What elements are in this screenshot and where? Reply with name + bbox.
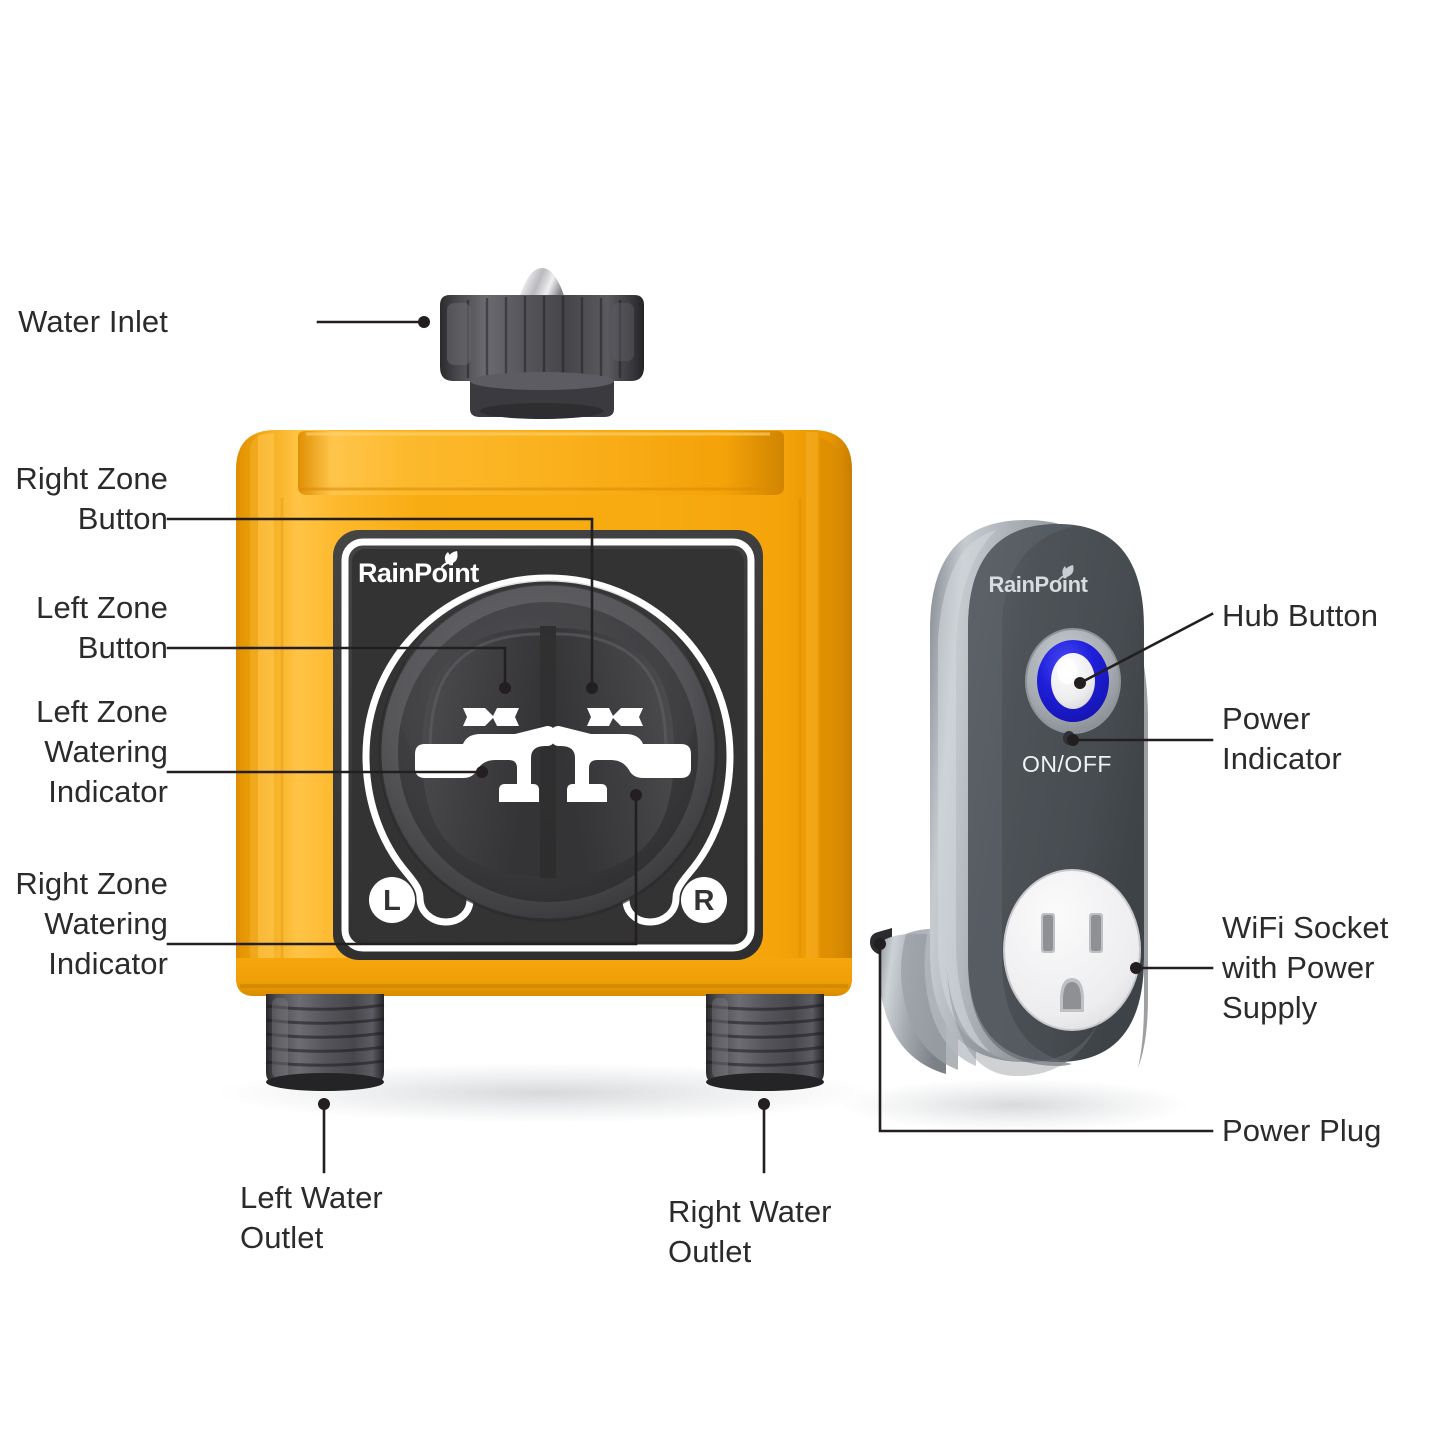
brand-logo-hub: RainPoint [988, 565, 1089, 597]
svg-text:L: L [383, 885, 401, 917]
zone-badge-left: L [369, 877, 415, 923]
leader-right-zone-watering [166, 793, 638, 946]
callout-right-water-outlet: Right Water Outlet [668, 1194, 832, 1269]
callout-water-inlet: Water Inlet [18, 304, 168, 339]
leader-right-zone-button [166, 517, 594, 690]
callout-power-indicator: Power Indicator [1222, 701, 1342, 776]
wifi-socket [1003, 869, 1141, 1031]
left-water-outlet-connector [265, 994, 385, 1091]
faucet-icon-right [551, 708, 691, 802]
zone-badge-right: R [681, 877, 727, 923]
callout-wifi-socket: WiFi Socket with Power Supply [1222, 910, 1389, 1025]
callout-right-zone-button: Right Zone Button [15, 461, 168, 536]
callout-right-zone-watering-indicator: Right Zone Watering Indicator [15, 866, 168, 981]
faucet-icon-left [415, 708, 555, 802]
svg-text:R: R [694, 885, 715, 917]
svg-text:RainPoint: RainPoint [358, 558, 479, 588]
hub-button-assembly [1025, 628, 1121, 734]
brand-logo-timer: RainPoint [358, 551, 480, 588]
leader-lines [166, 320, 1214, 1174]
leader-left-zone-button [166, 646, 507, 690]
hub-onoff-label: ON/OFF [1022, 751, 1112, 777]
wifi-hub: RainPoint ON/OFF [870, 520, 1148, 1077]
leader-dots [318, 316, 1142, 1110]
control-panel: RainPoint [333, 530, 763, 960]
callout-power-plug: Power Plug [1222, 1113, 1382, 1148]
callout-hub-button: Hub Button [1222, 598, 1379, 633]
svg-text:RainPoint: RainPoint [988, 572, 1088, 597]
leader-hub-button [1078, 612, 1214, 685]
callout-left-zone-button: Left Zone Button [36, 590, 168, 665]
leader-power-plug [878, 942, 1214, 1133]
callout-left-zone-watering-indicator: Left Zone Watering Indicator [36, 694, 168, 809]
callout-left-water-outlet: Left Water Outlet [240, 1180, 383, 1255]
right-water-outlet-connector [705, 994, 825, 1091]
water-inlet-connector [440, 268, 644, 419]
